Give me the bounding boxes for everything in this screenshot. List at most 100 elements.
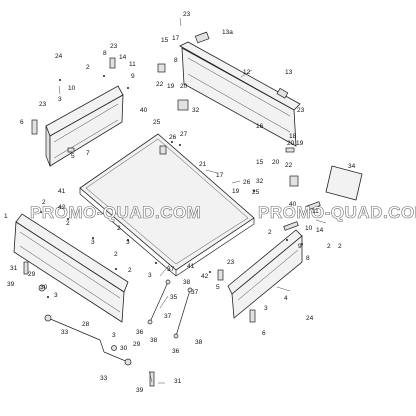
callout-label: 4 <box>284 295 288 302</box>
callout-label: 6 <box>262 330 266 337</box>
callout-label: 10 <box>68 85 76 92</box>
callout-label: 12 <box>243 69 251 76</box>
callout-label: 39 <box>136 387 144 394</box>
bed-floor <box>79 133 255 277</box>
callout-label: 9 <box>131 73 135 80</box>
callout-label: 13a <box>222 29 233 36</box>
callout-label: 37 <box>164 313 172 320</box>
callout-label: 14 <box>316 227 324 234</box>
callout-label: 2 <box>42 199 46 206</box>
callout-label: 42 <box>58 204 66 211</box>
watermark-left: PROMO-QUAD.COM <box>30 203 201 222</box>
callout-label: 23 <box>227 259 235 266</box>
right-side-panel <box>179 41 301 147</box>
callout-label: 1 <box>4 213 8 220</box>
tailgate-linkage <box>38 284 132 366</box>
callout-label: 24 <box>306 315 314 322</box>
callout-label: 2 <box>128 267 132 274</box>
callout-label: 32 <box>256 178 264 185</box>
callout-label: 5 <box>71 153 75 160</box>
mud-flap <box>325 165 363 201</box>
callout-label: 10 <box>305 225 313 232</box>
callout-label: 24 <box>55 53 63 60</box>
callout-labels: 23 13a 15 17 8 23 24 8 14 2 11 3 10 9 23… <box>4 11 356 394</box>
callout-label: 25 <box>153 119 161 126</box>
hardware-brackets <box>23 31 321 387</box>
callout-label: 36 <box>172 348 180 355</box>
callout-label: 30 <box>40 284 48 291</box>
callout-label: 6 <box>20 119 24 126</box>
callout-label: 15 <box>161 37 169 44</box>
callout-label: 23 <box>110 43 118 50</box>
callout-label: 38 <box>195 339 203 346</box>
callout-label: 38 <box>150 337 158 344</box>
right-front-panel <box>227 229 303 319</box>
callout-label: 11 <box>129 61 136 68</box>
callout-label: 15 <box>256 159 264 166</box>
callout-label: 30 <box>120 345 128 352</box>
callout-label: 31 <box>10 265 18 272</box>
callout-label: 3 <box>126 239 130 246</box>
callout-label: 11 <box>312 208 319 215</box>
callout-label: 2 <box>327 243 331 250</box>
callout-label: 20 <box>272 159 280 166</box>
callout-label: 2 <box>268 229 272 236</box>
callout-label: 29 <box>28 271 36 278</box>
callout-label: 33 <box>61 329 69 336</box>
callout-label: 2 <box>338 243 342 250</box>
tailgate-panel <box>13 213 129 323</box>
callout-label: 9 <box>298 243 302 250</box>
callout-label: 28 <box>82 321 90 328</box>
support-struts <box>147 279 193 339</box>
callout-label: 21 <box>199 161 207 168</box>
callout-label: 31 <box>174 378 182 385</box>
callout-label: 8 <box>174 57 178 64</box>
callout-label: 37 <box>167 266 175 273</box>
callout-label: 29 <box>133 341 141 348</box>
callout-label: 39 <box>7 281 15 288</box>
callout-label: 2 <box>66 220 70 227</box>
callout-label: 19 <box>232 188 240 195</box>
callout-label: 17 <box>172 35 180 42</box>
callout-label: 14 <box>119 54 127 61</box>
callout-label: 13 <box>285 69 293 76</box>
callout-label: 38 <box>183 279 191 286</box>
callout-label: 23 <box>183 11 191 18</box>
callout-label: 34 <box>348 163 356 170</box>
callout-label: 2 <box>114 251 118 258</box>
callout-label: 8 <box>306 255 310 262</box>
callout-label: 36 <box>136 329 144 336</box>
callout-label: 18 <box>289 133 297 140</box>
callout-label: 17 <box>216 172 224 179</box>
callout-label: 2 <box>86 64 90 71</box>
callout-label: 3 <box>54 292 58 299</box>
callout-label: 25 <box>252 189 260 196</box>
callout-label: 3 <box>112 332 116 339</box>
callout-label: 37 <box>191 289 199 296</box>
callout-label: 22 <box>156 81 164 88</box>
callout-label: 23 <box>297 107 305 114</box>
callout-label: 35 <box>170 294 178 301</box>
callout-label: 26 <box>169 134 177 141</box>
callout-label: 8 <box>103 50 107 57</box>
callout-label: 5 <box>216 284 220 291</box>
callout-label: 3 <box>148 272 152 279</box>
callout-label: 41 <box>187 263 195 270</box>
callout-label: 20 <box>180 83 188 90</box>
watermark-right: PROMO-QUAD.COM <box>258 203 416 222</box>
callout-label: 40 <box>289 201 297 208</box>
callout-label: 19 <box>167 83 175 90</box>
callout-label: 41 <box>58 188 66 195</box>
callout-label: 26 <box>243 179 251 186</box>
leader-lines <box>58 17 327 384</box>
callout-label: 27 <box>180 131 188 138</box>
callout-label: 23 <box>39 101 47 108</box>
callout-label: 20 <box>287 140 295 147</box>
callout-label: 16 <box>256 123 264 130</box>
callout-label: 19 <box>296 140 304 147</box>
callout-label: 3 <box>58 96 62 103</box>
callout-label: 7 <box>86 150 90 157</box>
callout-label: 40 <box>140 107 148 114</box>
callout-label: 33 <box>100 375 108 382</box>
